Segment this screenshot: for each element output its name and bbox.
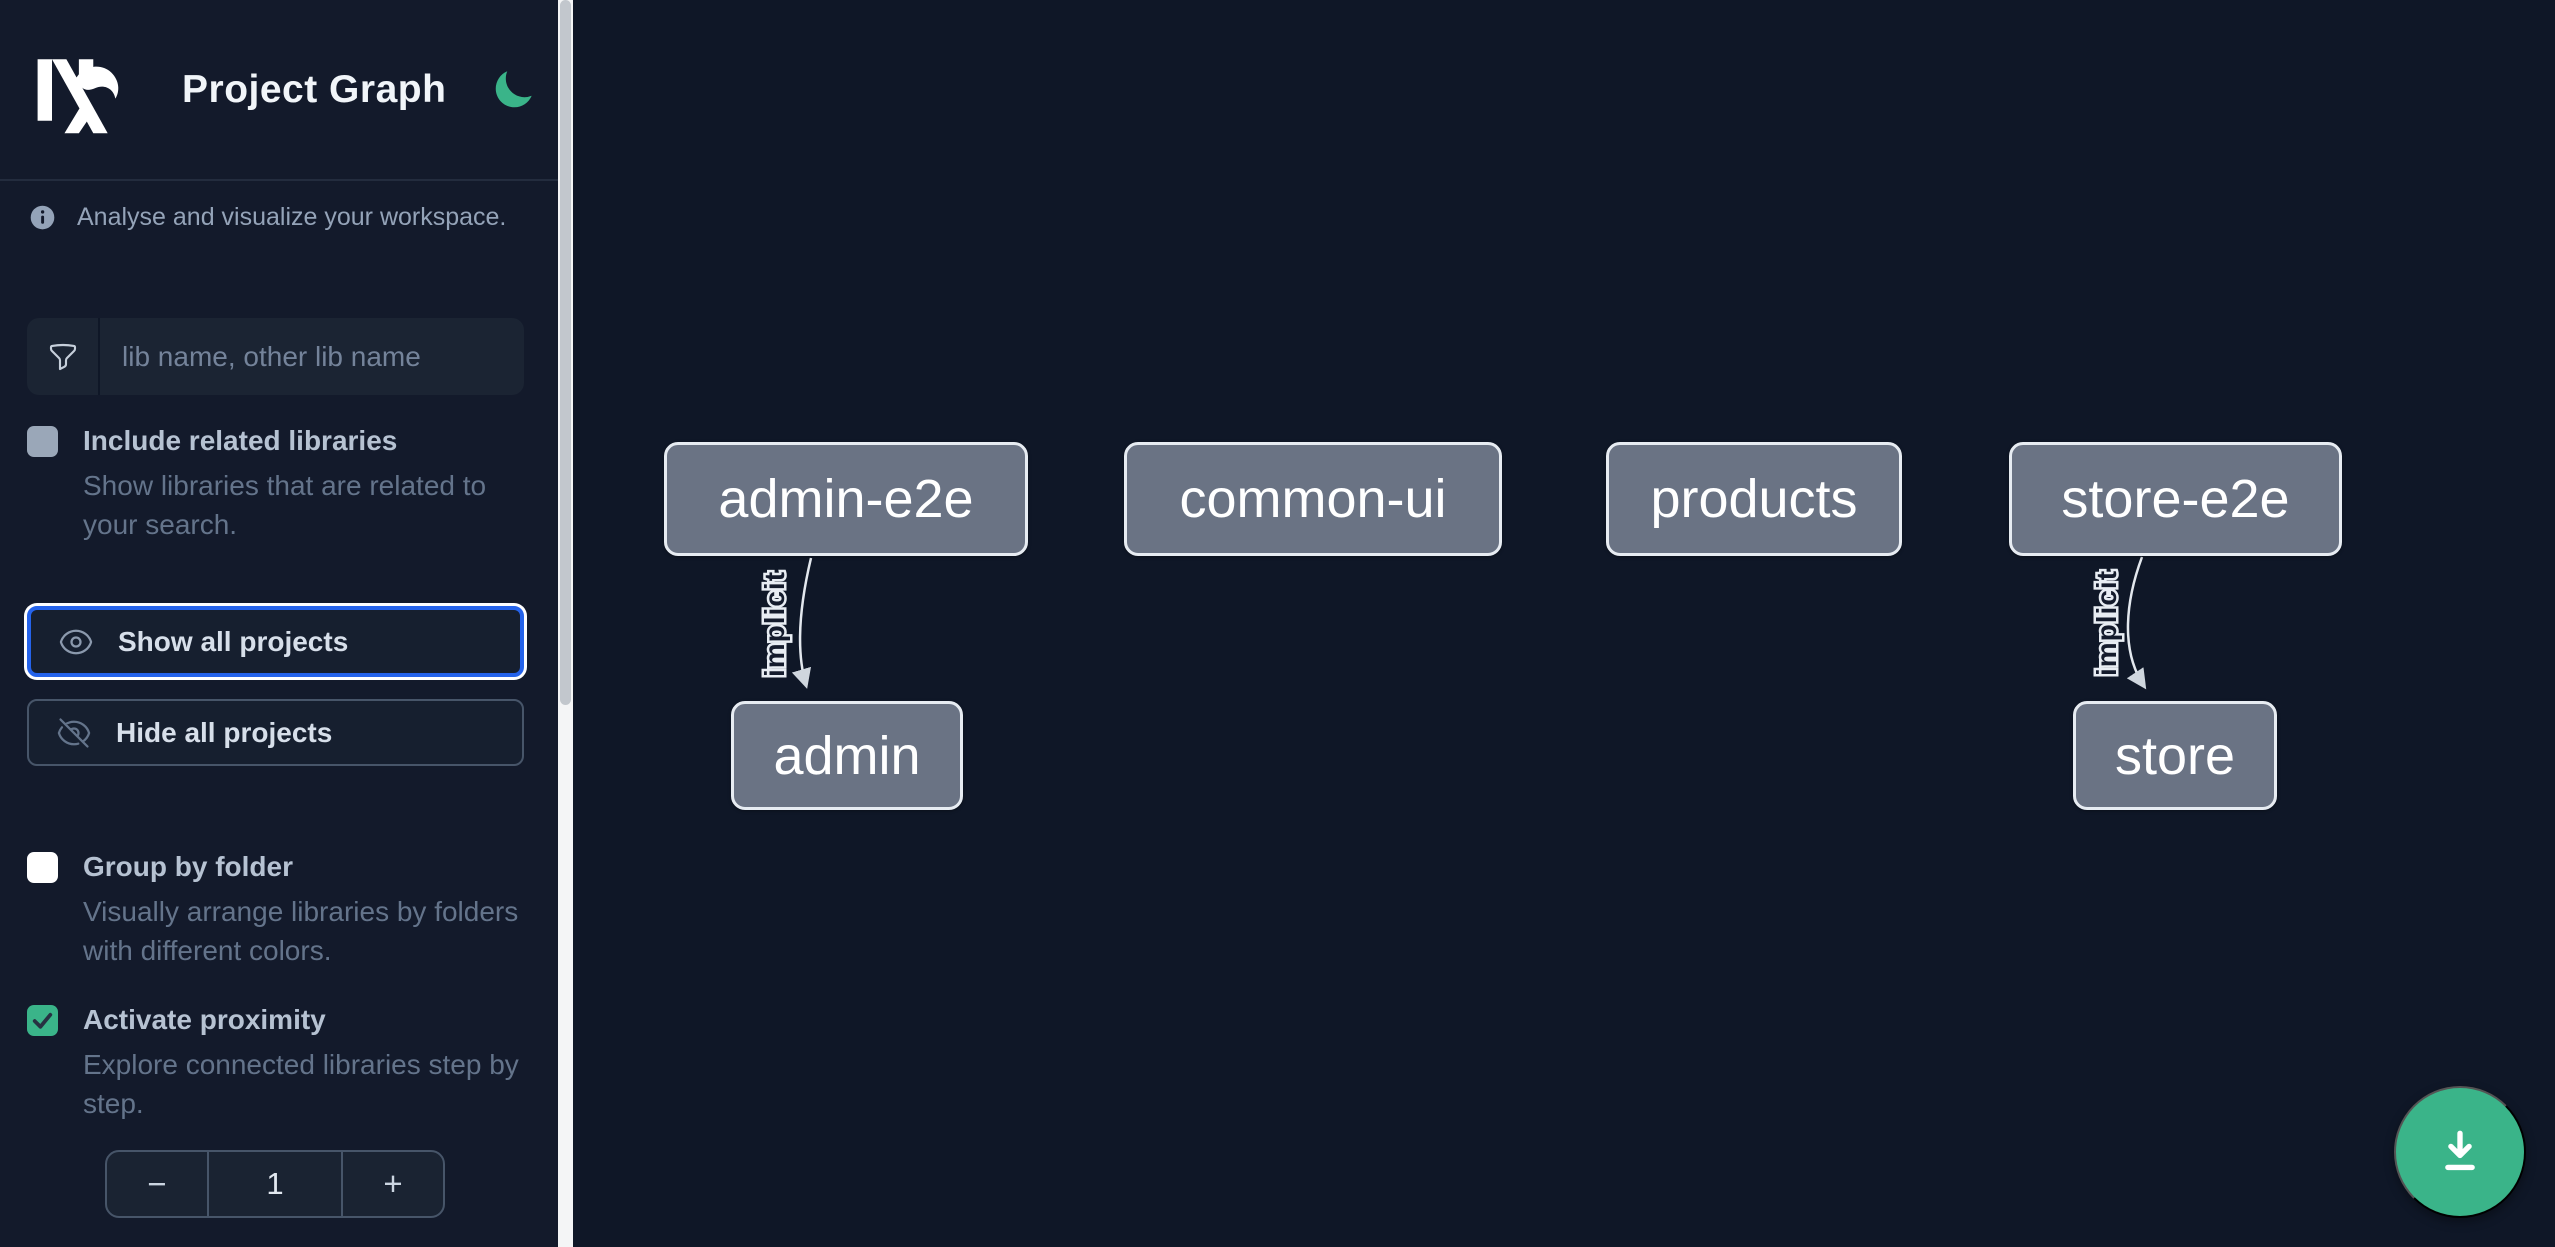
- project-node-store[interactable]: store: [2073, 701, 2277, 810]
- edge-admin-e2e-to-admin[interactable]: [791, 557, 813, 689]
- proximity-value: 1: [207, 1152, 343, 1216]
- filter-icon-cell: [27, 318, 100, 395]
- edge-label-implicit: implicit: [759, 571, 790, 677]
- option-activate-proximity: Activate proximity Explore connected lib…: [27, 1003, 529, 1123]
- node-label: common-ui: [1179, 469, 1447, 529]
- sidebar: Project Graph Analyse and visualize your…: [0, 0, 558, 1247]
- node-label: admin: [773, 725, 921, 786]
- include-related-description: Show libraries that are related to your …: [83, 470, 487, 540]
- graph-canvas[interactable]: implicit implicit admin-e2e common-ui pr…: [573, 0, 2555, 1247]
- project-node-common-ui[interactable]: common-ui: [1124, 442, 1502, 556]
- download-graph-button[interactable]: [2394, 1086, 2526, 1218]
- project-node-admin[interactable]: admin: [731, 701, 963, 810]
- group-by-folder-description: Visually arrange libraries by folders wi…: [83, 896, 519, 966]
- sidebar-scrollbar-thumb[interactable]: [560, 0, 571, 705]
- node-label: store: [2114, 725, 2236, 786]
- include-related-label: Include related libraries: [83, 425, 398, 456]
- node-label: store-e2e: [2061, 469, 2290, 529]
- sidebar-scrollbar-track[interactable]: [558, 0, 573, 1247]
- option-group-by-folder: Group by folder Visually arrange librari…: [27, 850, 529, 970]
- group-by-folder-label: Group by folder: [83, 851, 293, 882]
- checkmark-icon: [32, 1012, 53, 1029]
- group-by-folder-checkbox[interactable]: [27, 852, 58, 883]
- activate-proximity-checkbox[interactable]: [27, 1005, 58, 1036]
- node-label: admin-e2e: [718, 469, 974, 529]
- option-include-related: Include related libraries Show libraries…: [27, 424, 529, 544]
- search-box: [27, 318, 524, 395]
- workspace-info-row: Analyse and visualize your workspace.: [29, 203, 518, 232]
- filter-icon: [49, 343, 76, 370]
- show-all-projects-button[interactable]: Show all projects: [27, 606, 524, 677]
- nx-logo-icon: [37, 58, 119, 133]
- workspace-info-text: Analyse and visualize your workspace.: [77, 203, 507, 231]
- hide-all-projects-button[interactable]: Hide all projects: [27, 699, 524, 766]
- proximity-decrement-button[interactable]: −: [147, 1165, 167, 1202]
- hide-all-projects-label: Hide all projects: [116, 716, 333, 748]
- eye-slash-icon: [57, 717, 91, 748]
- graph-edges-layer: implicit implicit: [757, 556, 2147, 690]
- proximity-stepper: − 1 +: [105, 1150, 445, 1218]
- edge-label-implicit: implicit: [2091, 570, 2122, 676]
- project-node-store-e2e[interactable]: store-e2e: [2009, 442, 2342, 556]
- activate-proximity-description: Explore connected libraries step by step…: [83, 1049, 519, 1119]
- show-all-projects-label: Show all projects: [118, 625, 349, 657]
- activate-proximity-label: Activate proximity: [83, 1004, 326, 1035]
- project-node-admin-e2e[interactable]: admin-e2e: [664, 442, 1028, 556]
- moon-icon[interactable]: [490, 67, 536, 113]
- node-label: products: [1650, 469, 1858, 529]
- include-related-checkbox[interactable]: [27, 426, 58, 457]
- sidebar-header: Project Graph: [0, 0, 558, 181]
- proximity-increment-button[interactable]: +: [383, 1165, 403, 1202]
- page-title: Project Graph: [182, 67, 447, 111]
- search-input[interactable]: [100, 318, 524, 395]
- info-icon: [30, 205, 55, 230]
- edge-store-e2e-to-store[interactable]: [2126, 556, 2147, 690]
- project-node-products[interactable]: products: [1606, 442, 1902, 556]
- eye-icon: [59, 629, 93, 654]
- download-icon: [2445, 1130, 2475, 1171]
